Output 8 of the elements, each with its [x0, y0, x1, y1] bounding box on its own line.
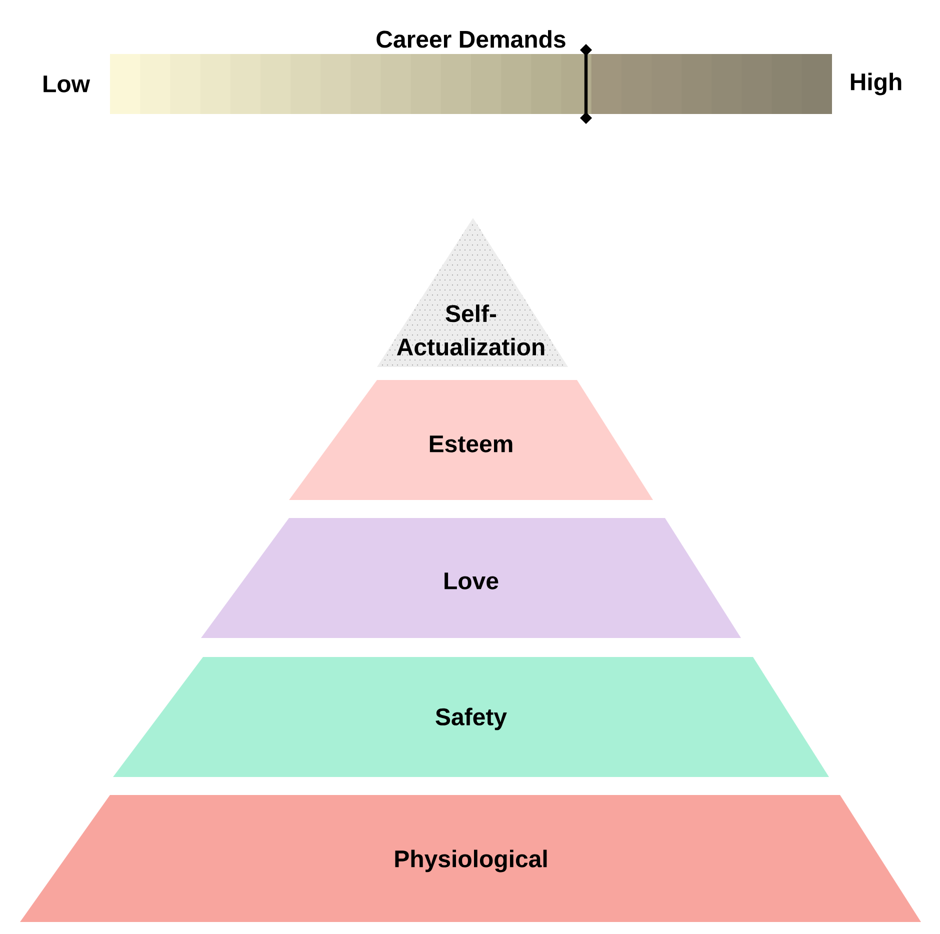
scale-end-label: High	[850, 72, 902, 96]
pyramid-tier: Safety	[113, 657, 829, 777]
scale-title: Career Demands	[376, 30, 566, 48]
pyramid-tier: Love	[201, 518, 741, 638]
pyramid-apex: Self- Actualization	[377, 218, 568, 367]
pyramid-tier: Esteem	[289, 380, 653, 500]
pyramid-tier: Physiological	[20, 795, 921, 922]
scale-end-label: Low	[44, 76, 90, 92]
